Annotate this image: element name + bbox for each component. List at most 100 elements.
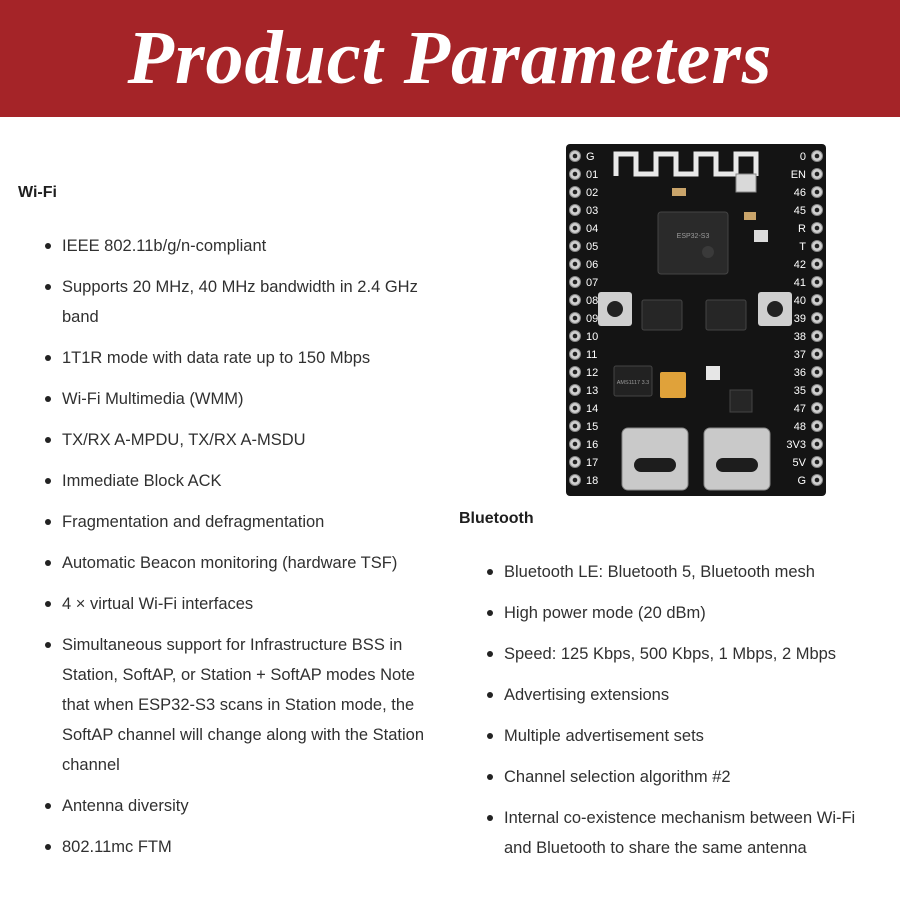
usb-chip (641, 299, 683, 331)
pin-hole (572, 369, 578, 375)
smd-part (744, 212, 756, 220)
wifi-feature-item: 802.11mc FTM (44, 832, 444, 862)
pin-label: 5V (793, 457, 807, 469)
bluetooth-feature-item: Channel selection algorithm #2 (486, 762, 886, 792)
pin-hole (814, 441, 820, 447)
pin-hole (814, 225, 820, 231)
pin-headers: G0102030405060708091011121314151617180EN… (569, 150, 823, 487)
pin-hole (572, 207, 578, 213)
pin-label: 36 (794, 367, 806, 379)
pin-hole (814, 351, 820, 357)
pin-label: 04 (586, 223, 598, 235)
pin-hole (814, 387, 820, 393)
pin-label: 42 (794, 259, 806, 271)
pin-label: 14 (586, 403, 598, 415)
bluetooth-feature-item: High power mode (20 dBm) (486, 598, 886, 628)
pin-label: 01 (586, 169, 598, 181)
bluetooth-heading: Bluetooth (459, 510, 534, 527)
pin-label: 35 (794, 385, 806, 397)
page-title: Product Parameters (127, 16, 773, 100)
pin-hole (814, 459, 820, 465)
wifi-heading: Wi-Fi (18, 184, 57, 201)
usb-chip (705, 299, 747, 331)
pin-label: 08 (586, 295, 598, 307)
pin-hole (572, 333, 578, 339)
transistor (735, 173, 757, 193)
pin-hole (814, 243, 820, 249)
regulator-label: AMS1117 3.3 (617, 380, 650, 386)
bluetooth-feature-item: Multiple advertisement sets (486, 721, 886, 751)
pin-label: G (797, 475, 806, 487)
pin-hole (572, 423, 578, 429)
pin-hole (814, 477, 820, 483)
pin-hole (814, 153, 820, 159)
regulator (613, 365, 653, 397)
pin-label: T (799, 241, 806, 253)
pin-label: 3V3 (786, 439, 806, 451)
pin-hole (572, 351, 578, 357)
pin-label: 17 (586, 457, 598, 469)
pin-hole (814, 207, 820, 213)
led (754, 230, 768, 242)
wifi-feature-item: Automatic Beacon monitoring (hardware TS… (44, 548, 444, 578)
title-banner: Product Parameters (0, 0, 900, 117)
pin-label: 0 (800, 151, 806, 163)
button-cap (607, 301, 623, 317)
bluetooth-feature-item: Internal co-existence mechanism between … (486, 803, 886, 863)
pin-hole (572, 315, 578, 321)
pin-hole (572, 297, 578, 303)
wifi-feature-item: Simultaneous support for Infrastructure … (44, 630, 444, 780)
pin-label: 41 (794, 277, 806, 289)
board-illustration: ESP32-S3 AMS1117 3.3 G010203040506070809… (566, 144, 826, 496)
pin-label: 16 (586, 439, 598, 451)
wifi-feature-item: Supports 20 MHz, 40 MHz bandwidth in 2.4… (44, 272, 444, 332)
wifi-feature-item: 1T1R mode with data rate up to 150 Mbps (44, 343, 444, 373)
pin-hole (572, 477, 578, 483)
pin-hole (814, 297, 820, 303)
pin-label: 18 (586, 475, 598, 487)
pin-label: 15 (586, 421, 598, 433)
wifi-feature-item: TX/RX A-MPDU, TX/RX A-MSDU (44, 425, 444, 455)
tantalum-capacitor (660, 372, 686, 398)
pin-hole (814, 315, 820, 321)
wifi-feature-item: IEEE 802.11b/g/n-compliant (44, 231, 444, 261)
pin-hole (572, 459, 578, 465)
pin-hole (814, 171, 820, 177)
pin-label: 45 (794, 205, 806, 217)
usb-c-opening (634, 458, 676, 472)
smd-part (672, 188, 686, 196)
pin-hole (572, 405, 578, 411)
pin-label: 06 (586, 259, 598, 271)
pin-hole (572, 225, 578, 231)
chip-label: ESP32-S3 (677, 233, 710, 240)
pin-label: 11 (586, 349, 597, 361)
wifi-feature-item: Antenna diversity (44, 791, 444, 821)
pin-label: 03 (586, 205, 598, 217)
pin-label: 02 (586, 187, 598, 199)
led (706, 366, 720, 380)
pin-hole (572, 387, 578, 393)
pin-label: 40 (794, 295, 806, 307)
bluetooth-feature-item: Speed: 125 Kbps, 500 Kbps, 1 Mbps, 2 Mbp… (486, 639, 886, 669)
wifi-feature-item: 4 × virtual Wi-Fi interfaces (44, 589, 444, 619)
pin-label: 05 (586, 241, 598, 253)
pin-hole (814, 369, 820, 375)
pin-hole (572, 261, 578, 267)
bluetooth-feature-item: Advertising extensions (486, 680, 886, 710)
pin-label: 10 (586, 331, 598, 343)
pin-label: G (586, 151, 595, 163)
main-chip (657, 211, 729, 275)
pin-hole (814, 405, 820, 411)
pin-hole (814, 333, 820, 339)
pin-label: 38 (794, 331, 806, 343)
pin-hole (572, 243, 578, 249)
pin-label: 37 (794, 349, 806, 361)
pin-label: EN (791, 169, 806, 181)
wifi-feature-item: Immediate Block ACK (44, 466, 444, 496)
antenna-trace (613, 151, 759, 177)
pin-hole (572, 171, 578, 177)
small-ic (729, 389, 753, 413)
pin-label: R (798, 223, 806, 235)
